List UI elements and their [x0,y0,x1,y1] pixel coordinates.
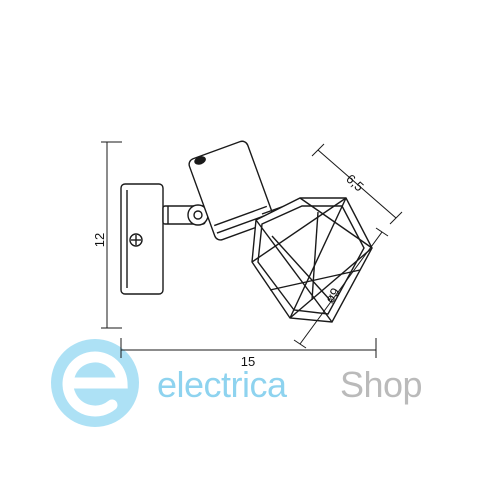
dimension-lines [101,141,403,358]
wall-base [120,183,164,295]
shade-diameter-label: ø9 [322,285,343,306]
width-dimension [120,338,377,358]
lamp-arm [162,204,209,226]
brand-name-part1: electrica [157,364,288,405]
height-label: 12 [92,233,107,247]
shade-length-dimension [311,143,403,225]
wire-cage-shade [251,197,373,323]
logo-icon [51,339,139,427]
brand-name-part2: Shop [340,364,422,405]
lamp-drawing [120,140,373,323]
width-label: 15 [241,354,255,369]
height-dimension [101,141,122,329]
shade-diameter-dimension [293,227,389,349]
watermark: electrica Shop [51,339,423,427]
